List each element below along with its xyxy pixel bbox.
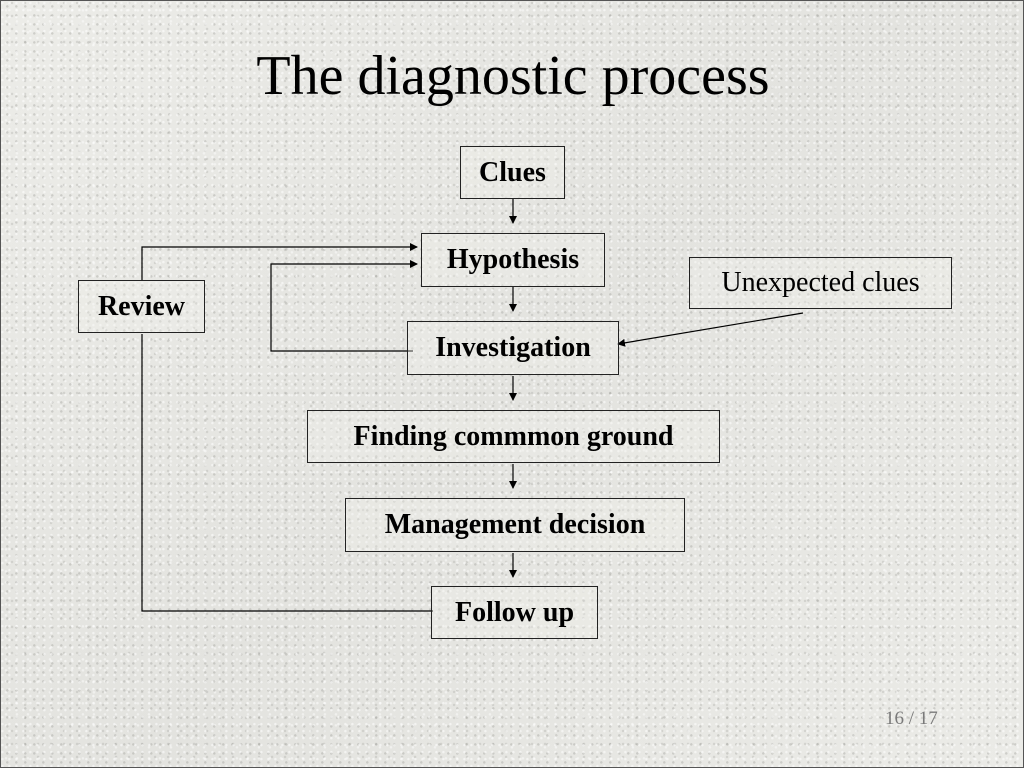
node-management-decision: Management decision <box>345 498 685 552</box>
edge-investigation-loop-to-hypothesis <box>270 260 418 352</box>
node-finding-common-ground: Finding commmon ground <box>307 410 720 463</box>
page-number: 16 / 17 <box>885 708 938 730</box>
node-review: Review <box>78 280 205 333</box>
page-separator: / <box>904 708 919 729</box>
node-clues: Clues <box>460 146 565 199</box>
page-current: 16 <box>885 708 904 729</box>
node-hypothesis: Hypothesis <box>421 233 605 287</box>
node-follow-up: Follow up <box>431 586 598 639</box>
edge-followup-to-review <box>141 334 433 612</box>
edge-review-to-hypothesis <box>141 243 418 280</box>
node-unexpected-clues: Unexpected clues <box>689 257 952 309</box>
node-investigation: Investigation <box>407 321 619 375</box>
page-total: 17 <box>918 708 938 729</box>
edge-unexpected-to-investigation <box>617 312 804 347</box>
slide-title: The diagnostic process <box>256 45 770 107</box>
